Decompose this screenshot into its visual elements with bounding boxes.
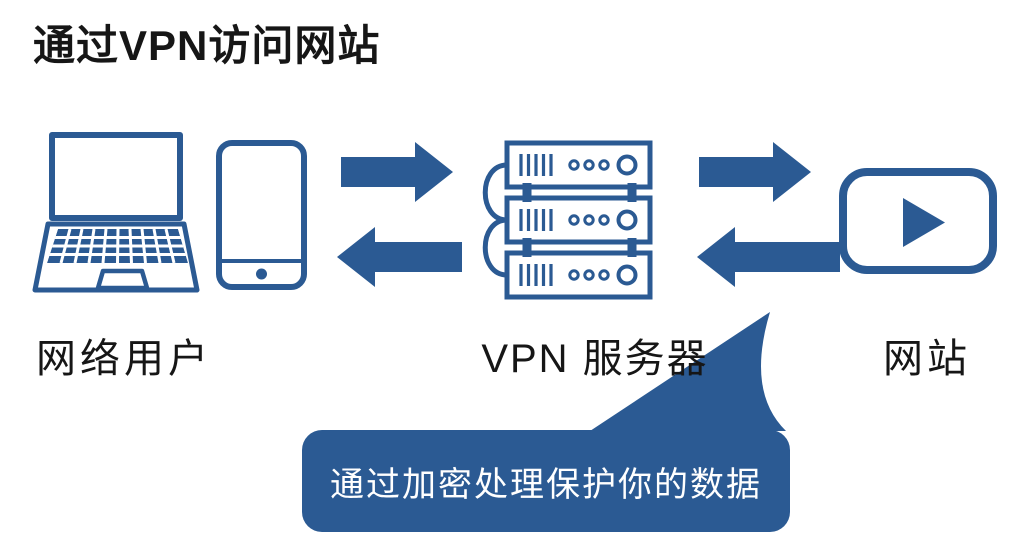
laptop-icon	[32, 132, 200, 293]
server-stack-icon	[482, 140, 653, 300]
arrow-left-icon	[337, 227, 462, 287]
callout-text: 通过加密处理保护你的数据	[330, 465, 762, 504]
arrow-right-icon	[341, 142, 453, 202]
arrow-left-icon	[697, 227, 840, 287]
label-network-user: 网络用户	[36, 337, 212, 381]
arrows-user-vpn	[337, 142, 462, 287]
arrows-vpn-website	[697, 142, 840, 287]
label-vpn-server: VPN 服务器	[481, 337, 709, 381]
arrow-right-icon	[699, 142, 811, 202]
page-title: 通过VPN访问网站	[33, 22, 381, 69]
callout-bubble: 通过加密处理保护你的数据	[302, 430, 790, 532]
callout-tail	[590, 312, 786, 431]
video-play-icon	[839, 168, 997, 274]
label-website: 网站	[883, 337, 971, 381]
smartphone-icon	[216, 140, 307, 290]
